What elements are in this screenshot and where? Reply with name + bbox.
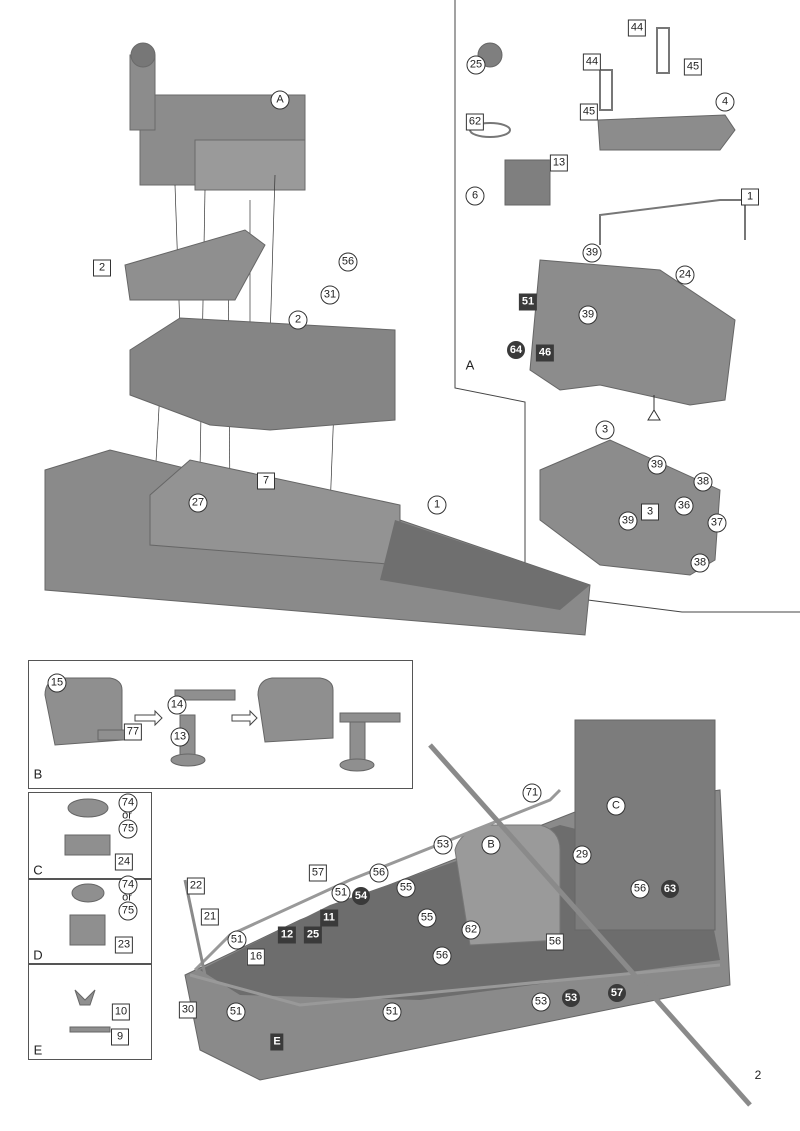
callout: 57: [608, 984, 626, 1002]
arrow-up-icon: [647, 409, 661, 421]
callout: 51: [382, 1002, 402, 1022]
callout: 39: [618, 511, 638, 531]
panel-label: B: [33, 766, 43, 782]
callout: 13: [170, 727, 190, 747]
deck-plate: [124, 229, 266, 301]
callout: 56: [630, 879, 650, 899]
callout: 38: [690, 553, 710, 573]
callout: 9: [111, 1028, 129, 1046]
callout: 44: [582, 53, 602, 71]
callout: 7: [257, 472, 275, 490]
panel-label: E: [33, 1042, 43, 1058]
callout: 11: [320, 909, 338, 927]
callout: 51: [331, 883, 351, 903]
roof-plate: [597, 114, 736, 151]
callout: 6: [465, 186, 485, 206]
gun-shield: [454, 824, 561, 946]
callout: 56: [338, 252, 358, 272]
callout: 75: [118, 819, 138, 839]
deckhouse: [129, 317, 396, 431]
bridge-assembly: [129, 42, 306, 191]
callout: 44: [627, 19, 647, 37]
callout-or: or: [122, 891, 132, 904]
callout: 55: [396, 878, 416, 898]
callout: 38: [693, 472, 713, 492]
callout: 15: [47, 673, 67, 693]
callout: 56: [432, 946, 452, 966]
foredeck: [380, 520, 590, 610]
callout-or: or: [122, 809, 132, 822]
callout: 53: [531, 992, 551, 1012]
callout: B: [481, 835, 501, 855]
callout: 3: [595, 420, 615, 440]
callout: 1: [427, 495, 447, 515]
callout: 74: [118, 875, 138, 895]
callout: 53: [433, 835, 453, 855]
panel-b: [28, 660, 413, 789]
railing: [193, 788, 562, 972]
section-label: A: [465, 357, 475, 373]
callout: 3: [641, 503, 659, 521]
callout: 4: [715, 92, 735, 112]
callout: A: [270, 90, 290, 110]
callout: 23: [114, 936, 134, 954]
callout: 10: [111, 1003, 131, 1021]
panel-e: [28, 963, 152, 1060]
arrow-right-icon: [134, 709, 258, 727]
callout: 56: [369, 863, 389, 883]
callout: 53: [562, 989, 580, 1007]
callout: 71: [522, 783, 542, 803]
callout: 16: [246, 948, 266, 966]
callout: 39: [582, 243, 602, 263]
callout: 62: [461, 920, 481, 940]
callout: E: [270, 1033, 284, 1051]
bridge-interior: [529, 259, 736, 406]
callout: 55: [417, 908, 437, 928]
callout: 51: [226, 1002, 246, 1022]
callout: 63: [661, 880, 679, 898]
callout: 75: [118, 901, 138, 921]
callout: C: [606, 796, 626, 816]
callout: 31: [320, 285, 340, 305]
panel-label: D: [33, 947, 43, 963]
callout: 54: [352, 887, 370, 905]
callout: 62: [465, 113, 485, 131]
page-number: 2: [754, 1068, 762, 1082]
callout: 14: [167, 695, 187, 715]
callout: 37: [707, 513, 727, 533]
callout: 27: [188, 493, 208, 513]
section-divider: [454, 0, 800, 613]
callout: 2: [288, 310, 308, 330]
callout: 39: [647, 455, 667, 475]
callout: 46: [535, 344, 555, 362]
callout: 29: [572, 845, 592, 865]
callout: 24: [114, 853, 134, 871]
callout: 45: [579, 103, 599, 121]
callout: 24: [675, 265, 695, 285]
callout: 13: [549, 154, 569, 172]
callout: 30: [178, 1001, 198, 1019]
superstructure: [574, 719, 716, 931]
callout: 25: [466, 55, 486, 75]
callout: 57: [308, 864, 328, 882]
panel-d: [28, 878, 152, 965]
panel-c: [28, 792, 152, 880]
callout: 12: [277, 926, 297, 944]
callout: 77: [123, 723, 143, 741]
callout: 2: [93, 259, 111, 277]
panel-label: C: [33, 862, 43, 878]
callout: 64: [507, 341, 525, 359]
callout: 22: [186, 877, 206, 895]
callout: 74: [118, 793, 138, 813]
callout: 21: [200, 908, 220, 926]
callout: 51: [227, 930, 247, 950]
callout: 51: [518, 293, 538, 311]
callout: 39: [578, 305, 598, 325]
callout: 45: [683, 58, 703, 76]
callout: 56: [545, 933, 565, 951]
callout: 1: [741, 188, 759, 206]
callout: 36: [674, 496, 694, 516]
callout: 25: [303, 926, 323, 944]
